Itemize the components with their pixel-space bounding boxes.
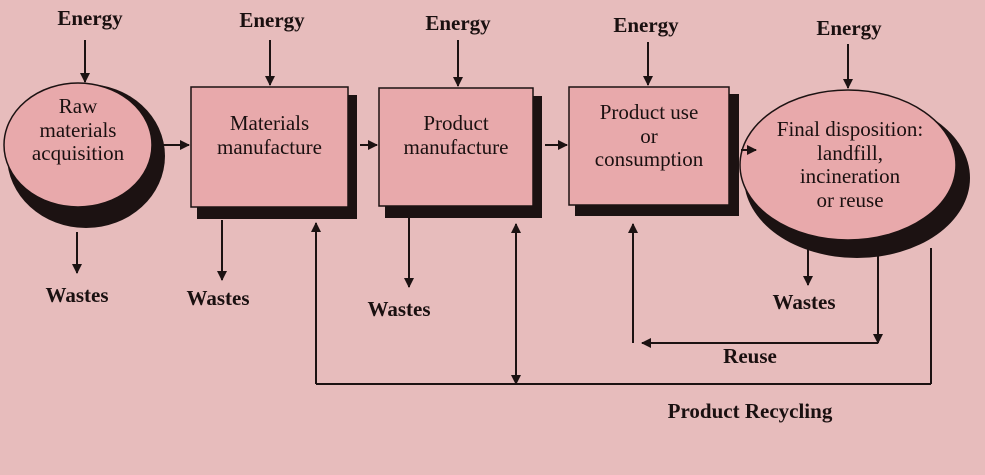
wastes-label-final: Wastes [772, 290, 836, 314]
materials-node [190, 86, 349, 208]
raw-node [3, 82, 153, 208]
energy-label-product: Energy [425, 11, 491, 35]
product-recycling-label: Product Recycling [667, 399, 833, 423]
wastes-label-materials: Wastes [186, 286, 250, 310]
reuse-label: Reuse [723, 344, 777, 368]
energy-label-materials: Energy [239, 8, 305, 32]
materials-node-label: Materials manufacture [217, 111, 322, 159]
use-node [568, 86, 730, 206]
wastes-label-raw: Wastes [45, 283, 109, 307]
wastes-label-product: Wastes [367, 297, 431, 321]
energy-label-raw: Energy [57, 6, 123, 30]
final-node-label: Final disposition: landfill, incineratio… [776, 117, 924, 212]
product-node-label: Product manufacture [403, 111, 509, 159]
use-node-label: Product use or consumption [594, 100, 704, 172]
product-node [378, 87, 534, 207]
energy-label-final: Energy [816, 16, 882, 40]
energy-label-use: Energy [613, 13, 679, 37]
final-node [739, 89, 957, 241]
raw-node-label: Raw materials acquisition [31, 94, 125, 166]
